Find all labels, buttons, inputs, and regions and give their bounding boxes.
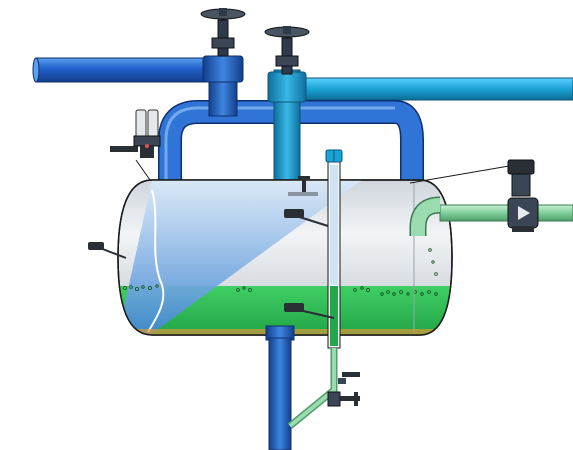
drain-pipe-bottom bbox=[265, 325, 295, 450]
liquid-bubbles bbox=[123, 248, 438, 296]
inlet-valve[interactable] bbox=[507, 197, 539, 232]
level-gauge-column bbox=[325, 149, 343, 349]
gauge-sensor-right bbox=[409, 159, 535, 197]
sight-valve-top[interactable] bbox=[288, 176, 318, 196]
inlet-pipe-right bbox=[409, 196, 573, 236]
thermometer-probe-left bbox=[88, 242, 127, 259]
thermometer-probe-mid bbox=[284, 209, 329, 227]
gauge-drain-line bbox=[287, 348, 338, 429]
header-pipe-left bbox=[32, 57, 217, 83]
pressure-switch-left[interactable] bbox=[110, 109, 161, 181]
vapor-flow bbox=[118, 180, 362, 335]
separator-vessel bbox=[117, 179, 453, 336]
handwheel-valve-left[interactable] bbox=[200, 8, 246, 57]
right-riser bbox=[267, 69, 307, 191]
thermometer-probe-low bbox=[284, 303, 335, 319]
handwheel-valve-right[interactable] bbox=[264, 26, 310, 75]
header-pipe-right bbox=[297, 77, 573, 101]
drain-valve-top[interactable] bbox=[338, 372, 360, 384]
left-riser bbox=[202, 55, 244, 117]
drain-valve-bottom[interactable] bbox=[327, 391, 360, 407]
